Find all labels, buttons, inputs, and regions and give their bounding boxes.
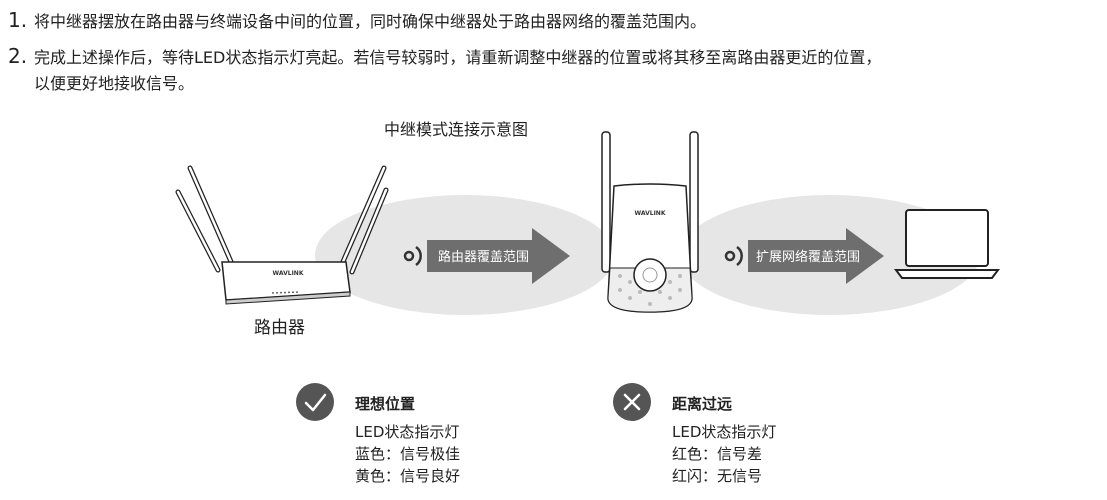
- far-red-flash-status: 红闪：无信号: [672, 467, 763, 485]
- router-brand: WAVLINK: [273, 270, 304, 277]
- router-coverage-label: 路由器覆盖范围: [438, 249, 529, 265]
- signal-icon: [724, 245, 743, 267]
- laptop-icon: [894, 209, 1000, 279]
- step-2: 2. 完成上述操作后，等待LED状态指示灯亮起。若信号较弱时，请重新调整中继器的位…: [8, 44, 881, 70]
- ideal-led-label: LED状态指示灯: [355, 423, 460, 441]
- step-2-number: 2.: [8, 44, 28, 68]
- extended-coverage-label: 扩展网络覆盖范围: [756, 249, 860, 265]
- cross-icon: [613, 383, 651, 421]
- ideal-blue-status: 蓝色：信号极佳: [355, 445, 461, 463]
- router-icon: WAVLINK: [175, 165, 389, 305]
- diagram-title: 中继模式连接示意图: [384, 120, 529, 139]
- too-far-title: 距离过远: [672, 395, 733, 413]
- step-1: 1. 将中继器摆放在路由器与终端设备中间的位置，同时确保中继器处于路由器网络的覆盖…: [8, 8, 706, 34]
- ideal-position-title: 理想位置: [355, 395, 416, 413]
- extender-brand: WAVLINK: [635, 210, 666, 217]
- router-coverage-arrow: [427, 228, 570, 284]
- step-1-number: 1.: [8, 8, 28, 32]
- far-red-status: 红色：信号差: [672, 445, 763, 463]
- step-1-text: 将中继器摆放在路由器与终端设备中间的位置，同时确保中继器处于路由器网络的覆盖范围…: [34, 12, 707, 31]
- extender-icon: WAVLINK: [601, 131, 699, 313]
- step-2-text: 完成上述操作后，等待LED状态指示灯亮起。若信号较弱时，请重新调整中继器的位置或…: [34, 48, 882, 67]
- signal-icon: [403, 245, 422, 267]
- far-led-label: LED状态指示灯: [672, 423, 777, 441]
- checkmark-icon: [296, 383, 334, 421]
- extended-coverage-arrow: [748, 228, 884, 284]
- ideal-yellow-status: 黄色：信号良好: [355, 467, 461, 485]
- router-label: 路由器: [254, 318, 305, 338]
- step-2-text-continued: 以便更好地接收信号。: [34, 74, 195, 93]
